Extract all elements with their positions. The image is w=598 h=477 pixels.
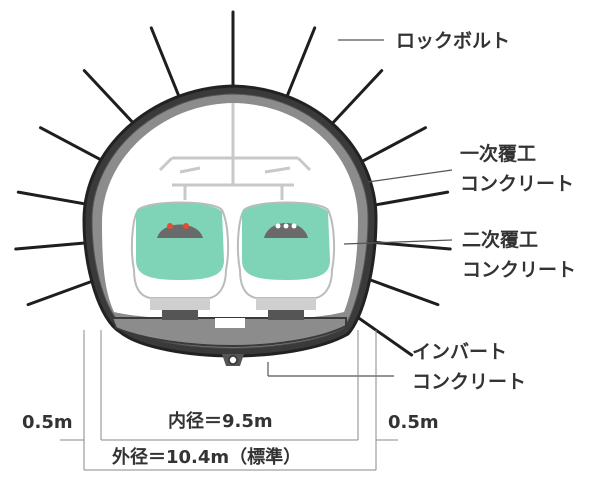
invert-center-step — [215, 318, 245, 328]
left-train — [130, 201, 230, 320]
leader-lines — [267, 39, 453, 377]
right-train-light — [275, 223, 281, 229]
primary-lining-label-line1: 一次覆工 — [460, 142, 536, 165]
dimension-lines — [60, 330, 398, 471]
right-thickness-label: 0.5m — [388, 412, 439, 433]
drain-pipe-hole — [228, 355, 238, 365]
right-train — [236, 201, 336, 320]
invert-label-line1: インバート — [412, 341, 507, 363]
right-train-green-band — [242, 203, 330, 280]
inner-diameter-label: 内径＝9.5m — [168, 410, 273, 432]
left-train-bogie — [150, 298, 210, 310]
left-train-green-band — [136, 203, 224, 280]
rock-bolt-label: ロックボルト — [396, 30, 510, 52]
invert-concrete — [110, 317, 347, 348]
outer-diameter-label: 外径＝10.4m（標準） — [112, 446, 301, 468]
left-train-light — [183, 223, 189, 229]
right-train-bogie — [256, 298, 316, 310]
left-train-light — [167, 223, 173, 229]
right-track — [268, 310, 304, 320]
secondary-lining-label-line2: コンクリート — [462, 259, 576, 281]
primary-lining-label-line2: コンクリート — [460, 173, 574, 195]
right-train-light — [283, 223, 289, 229]
right-train-light — [291, 223, 297, 229]
left-track — [162, 310, 198, 320]
invert-label-line2: コンクリート — [412, 371, 526, 393]
left-thickness-label: 0.5m — [22, 412, 73, 433]
right-train-window — [264, 223, 308, 238]
secondary-lining-label-line1: 二次覆工 — [462, 228, 538, 251]
overhead-catenary — [158, 103, 312, 200]
